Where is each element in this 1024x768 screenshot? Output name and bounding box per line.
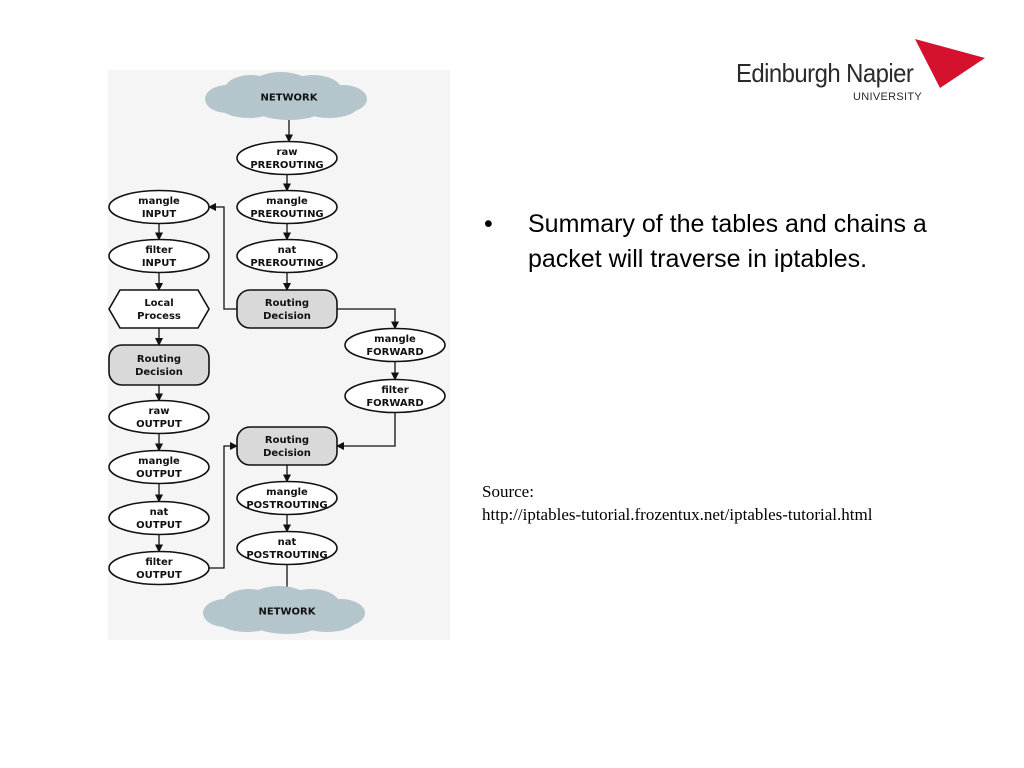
node-label-raw-prerouting-1: PREROUTING bbox=[250, 160, 323, 171]
node-label-nat-postrouting-0: nat bbox=[278, 537, 297, 548]
node-label-raw-prerouting-0: raw bbox=[277, 147, 298, 158]
node-label-routing-decision-3-1: Decision bbox=[263, 448, 311, 459]
diagram-node-network-bottom: NETWORK bbox=[203, 586, 365, 634]
node-label-filter-input-1: INPUT bbox=[142, 258, 177, 269]
node-label-routing-decision-2-1: Decision bbox=[135, 367, 183, 378]
node-label-mangle-output-1: OUTPUT bbox=[136, 469, 182, 480]
university-logo: Edinburgh Napier UNIVERSITY bbox=[736, 38, 996, 108]
node-label-mangle-prerouting-0: mangle bbox=[266, 196, 308, 207]
node-label-raw-output-0: raw bbox=[149, 406, 170, 417]
node-label-routing-decision-1-0: Routing bbox=[265, 298, 309, 309]
node-label-filter-output-1: OUTPUT bbox=[136, 570, 182, 581]
diagram-arrow-forward-to-routing bbox=[336, 412, 396, 450]
node-label-mangle-input-1: INPUT bbox=[142, 209, 177, 220]
node-label-mangle-output-0: mangle bbox=[138, 456, 180, 467]
bullet-marker: • bbox=[484, 210, 493, 238]
node-label-routing-decision-1-1: Decision bbox=[263, 311, 311, 322]
node-label-filter-output-0: filter bbox=[145, 557, 172, 568]
diagram-arrow-routing-to-mangle-input bbox=[208, 203, 237, 310]
node-label-mangle-prerouting-1: PREROUTING bbox=[250, 209, 323, 220]
source-citation: Source: http://iptables-tutorial.frozent… bbox=[482, 480, 1002, 526]
node-label-mangle-input-0: mangle bbox=[138, 196, 180, 207]
node-label-nat-output-0: nat bbox=[150, 507, 169, 518]
logo-triangle-icon bbox=[915, 39, 985, 88]
node-label-routing-decision-2-0: Routing bbox=[137, 354, 181, 365]
bullet-text: Summary of the tables and chains a packe… bbox=[528, 210, 927, 273]
node-label-filter-forward-1: FORWARD bbox=[366, 398, 423, 409]
source-label: Source: bbox=[482, 482, 534, 501]
node-label-filter-forward-0: filter bbox=[381, 385, 408, 396]
logo-name: Edinburgh Napier bbox=[736, 58, 914, 88]
node-label-raw-output-1: OUTPUT bbox=[136, 419, 182, 430]
node-label-nat-output-1: OUTPUT bbox=[136, 520, 182, 531]
node-label-nat-prerouting-1: PREROUTING bbox=[250, 258, 323, 269]
source-url: http://iptables-tutorial.frozentux.net/i… bbox=[482, 505, 873, 524]
node-label-network-bottom-0: NETWORK bbox=[258, 607, 316, 618]
diagram-canvas: NETWORKrawPREROUTINGmanglePREROUTINGnatP… bbox=[108, 72, 446, 634]
node-label-local-process-0: Local bbox=[144, 298, 173, 309]
node-label-routing-decision-3-0: Routing bbox=[265, 435, 309, 446]
node-label-network-top-0: NETWORK bbox=[260, 93, 318, 104]
node-label-nat-prerouting-0: nat bbox=[278, 245, 297, 256]
node-label-mangle-postrouting-0: mangle bbox=[266, 487, 308, 498]
node-label-mangle-forward-1: FORWARD bbox=[366, 347, 423, 358]
diagram-arrow-output-to-routing bbox=[209, 442, 238, 569]
node-label-nat-postrouting-1: POSTROUTING bbox=[246, 550, 327, 561]
logo-subtitle: UNIVERSITY bbox=[853, 91, 923, 103]
diagram-arrow-routing-to-mangle-forward bbox=[337, 308, 399, 330]
node-label-filter-input-0: filter bbox=[145, 245, 172, 256]
node-label-mangle-postrouting-1: POSTROUTING bbox=[246, 500, 327, 511]
diagram-node-network-top: NETWORK bbox=[205, 72, 367, 120]
node-label-local-process-1: Process bbox=[137, 311, 181, 322]
node-label-mangle-forward-0: mangle bbox=[374, 334, 416, 345]
